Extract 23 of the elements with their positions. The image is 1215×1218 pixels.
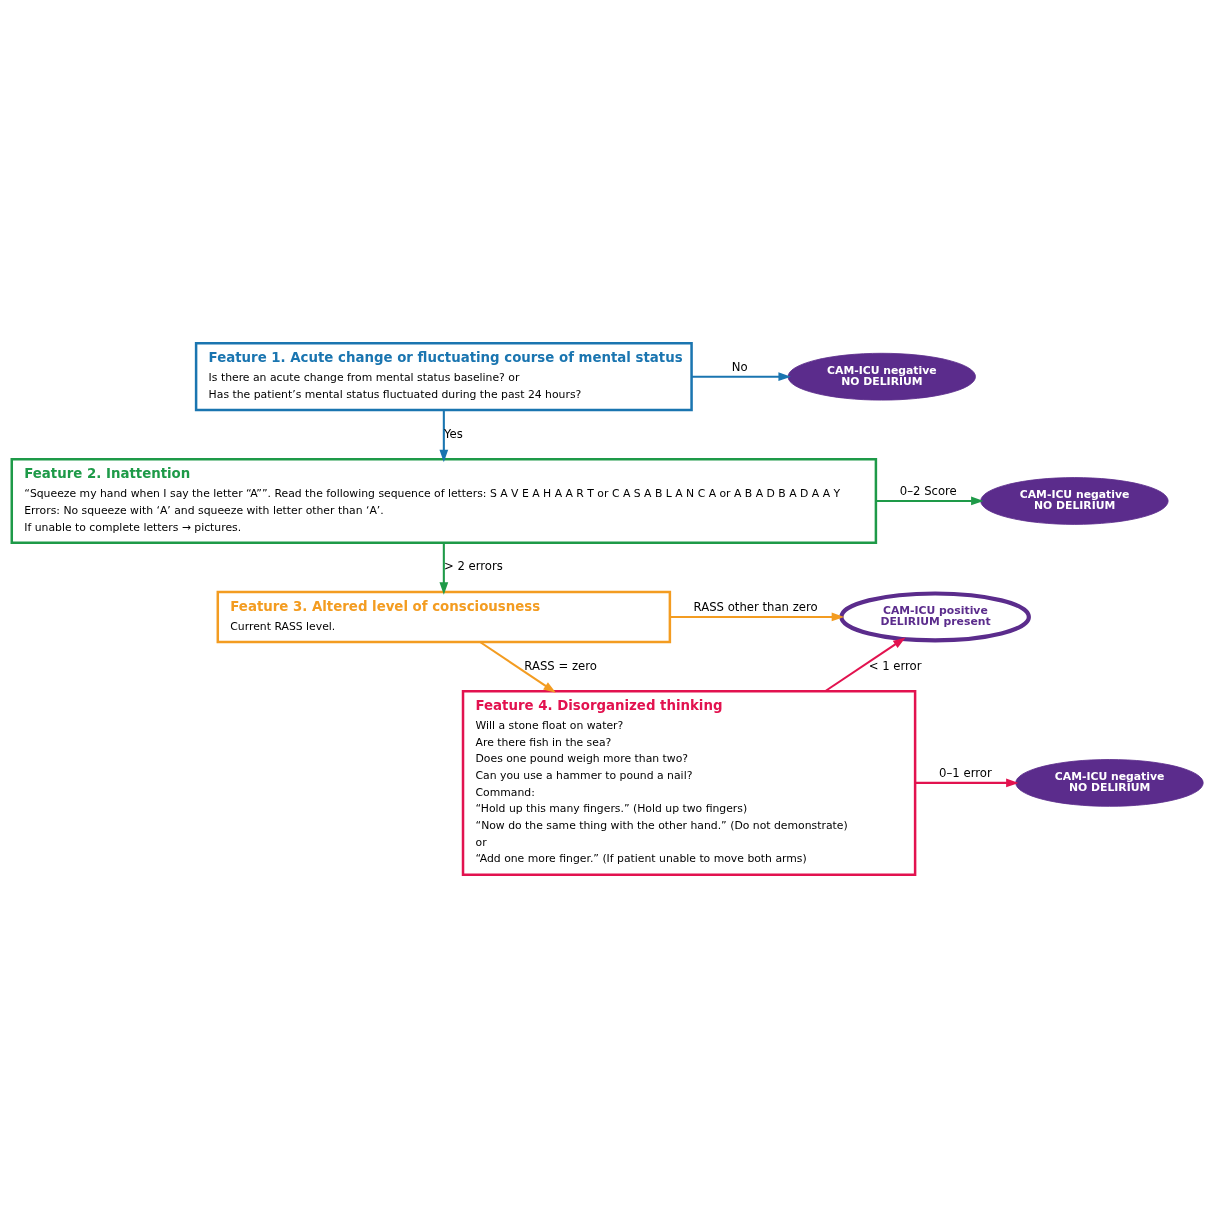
arrow: [824, 637, 906, 692]
node-ellipse: CAM-ICU negative NO DELIRIUM: [980, 477, 1169, 525]
edge-label: RASS = zero: [524, 658, 597, 673]
node-ellipse: CAM-ICU negative NO DELIRIUM: [1015, 759, 1204, 807]
arrow: [439, 542, 449, 595]
edge-label: RASS other than zero: [693, 600, 818, 615]
edge-label: No: [731, 360, 748, 375]
node-box: Feature 4. Disorganized thinking Will a stone float on water? Are there fish in the sea? Does one pound weigh more than two? Can you use a hammer to pound a nail? Command: “Hold up this many fingers.” (Hold up two fingers) “Now do the same thing with the other hand.” (Do not demonstrate) or “Add one more finger.” (If patient unable to move both arms): [461, 689, 917, 876]
arrow: [439, 410, 449, 463]
edge-label: 0–1 error: [939, 766, 992, 781]
arrow: [691, 372, 791, 382]
edge-label: > 2 errors: [444, 559, 503, 574]
edge-label: 0–2 Score: [899, 484, 957, 499]
node-box: Feature 2. Inattention “Squeeze my hand when I say the letter “A””. Read the following sequence of letters: S A V E A H A A R T or C A S A B L A N C A or A B A D B A D A A Y Errors: No squeeze with ‘A’ and squeeze with letter other than ‘A’. If unable to complete letters → pictures.: [10, 458, 878, 544]
node-ellipse: CAM-ICU negative NO DELIRIUM: [787, 352, 976, 401]
node-box: Feature 3. Altered level of consciousness Current RASS level.: [216, 590, 672, 644]
arrow: [670, 612, 845, 622]
arrow: [479, 641, 556, 693]
arrow: [915, 778, 1019, 788]
arrow: [876, 496, 984, 506]
node-ellipse: CAM-ICU positive DELIRIUM present: [839, 591, 1031, 643]
node-box: Feature 1. Acute change or fluctuating course of mental status Is there an acute change from mental status baseline? or Has the patient’s mental status fluctuated during the past 24 hours?: [194, 342, 693, 412]
edge-label: < 1 error: [868, 658, 922, 673]
